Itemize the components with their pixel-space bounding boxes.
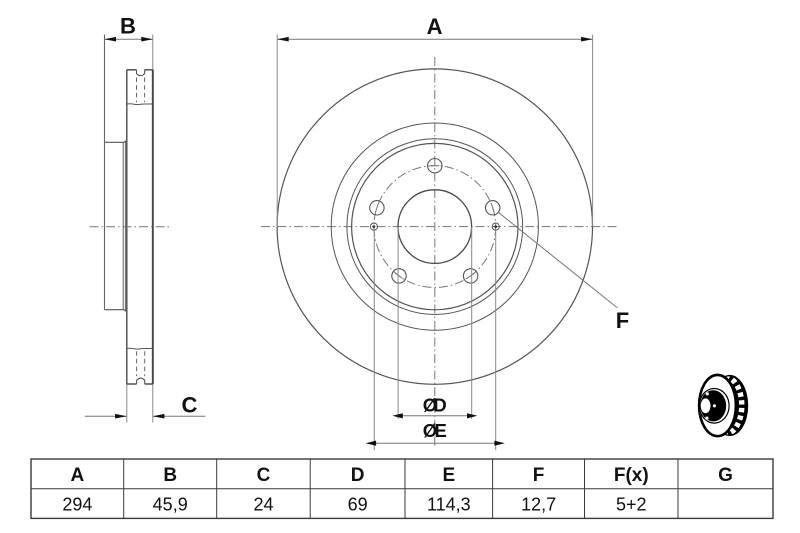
svg-text:ØE: ØE: [423, 420, 447, 441]
svg-text:C: C: [182, 393, 198, 418]
svg-text:45,9: 45,9: [153, 495, 188, 515]
svg-text:294: 294: [62, 495, 92, 515]
svg-text:ØD: ØD: [423, 395, 447, 416]
svg-text:B: B: [163, 465, 177, 486]
svg-text:69: 69: [348, 495, 368, 515]
svg-text:F(x): F(x): [614, 465, 649, 486]
svg-text:G: G: [718, 465, 733, 486]
svg-text:24: 24: [253, 495, 273, 515]
svg-text:B: B: [120, 13, 136, 38]
svg-text:12,7: 12,7: [521, 495, 556, 515]
svg-text:F: F: [616, 308, 629, 333]
svg-text:D: D: [351, 465, 365, 486]
svg-text:5+2: 5+2: [616, 495, 647, 515]
svg-text:F: F: [533, 465, 545, 486]
svg-text:C: C: [257, 465, 271, 486]
svg-text:A: A: [71, 465, 85, 486]
svg-text:A: A: [427, 14, 443, 39]
svg-text:E: E: [442, 465, 455, 486]
svg-text:114,3: 114,3: [427, 495, 471, 515]
